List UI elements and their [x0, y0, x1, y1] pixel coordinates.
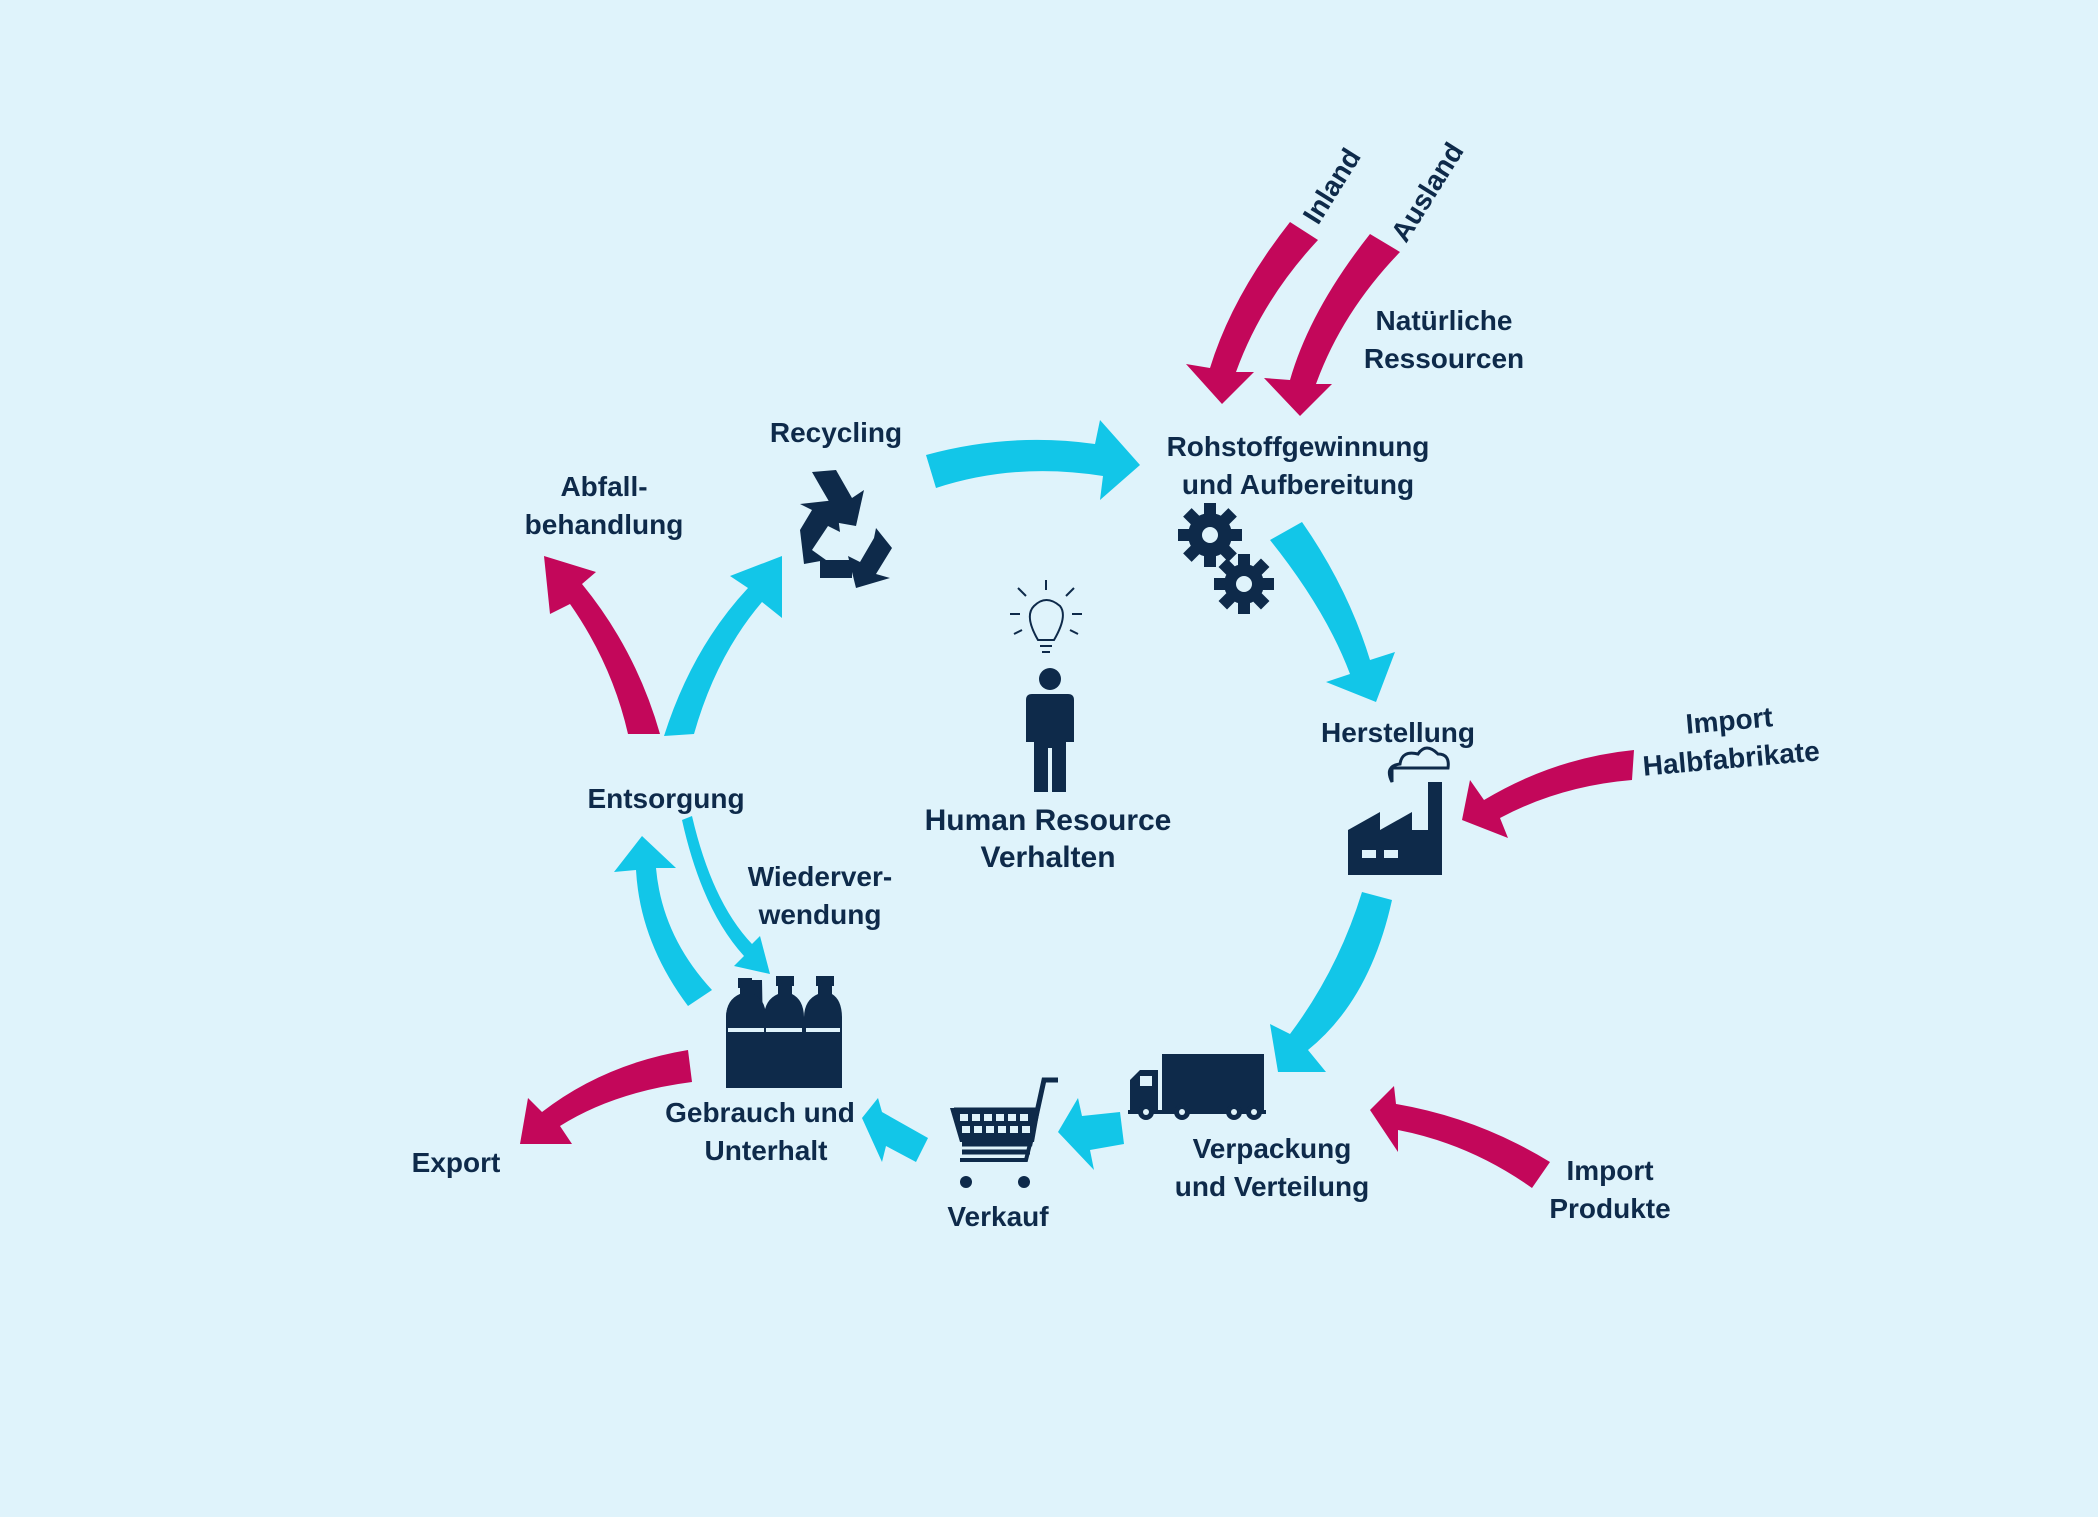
- label-entsorgung: Entsorgung: [587, 783, 744, 814]
- label-abfall-line2: behandlung: [525, 509, 684, 540]
- bottles-icon: [726, 976, 842, 1088]
- arrow-gebrauch-to-entsorgung: [614, 836, 712, 1006]
- label-gebrauch-line1: Gebrauch und: [665, 1097, 855, 1128]
- arrow-export: [520, 1050, 692, 1144]
- label-center-line1: Human Resource: [925, 804, 1172, 837]
- person-icon: [1026, 668, 1074, 792]
- cycle-arrows: [614, 420, 1395, 1170]
- label-natuerliche-line2: Ressourcen: [1364, 343, 1524, 374]
- label-abfall-line1: Abfall-: [560, 471, 647, 502]
- arrow-recycling-to-rohstoff: [926, 420, 1140, 500]
- stage-labels: Rohstoffgewinnung und Aufbereitung Herst…: [525, 417, 1475, 1232]
- lightbulb-icon: [1010, 580, 1082, 653]
- arrow-entsorgung-to-recycling: [664, 556, 782, 736]
- arrow-abfallbehandlung: [544, 556, 660, 734]
- label-wiederverwendung-line2: wendung: [758, 899, 882, 930]
- label-import-produkte-line2: Produkte: [1549, 1193, 1670, 1224]
- label-inland: Inland: [1297, 143, 1367, 229]
- recycle-icon: [800, 470, 892, 588]
- gears-icon: [1178, 503, 1274, 614]
- arrow-import-produkte: [1370, 1086, 1550, 1188]
- arrow-rohstoff-to-herstellung: [1270, 522, 1395, 702]
- label-wiederverwendung-line1: Wiederver-: [748, 861, 892, 892]
- label-rohstoff-line2: und Aufbereitung: [1182, 469, 1414, 500]
- label-verpackung-line2: und Verteilung: [1175, 1171, 1369, 1202]
- label-verpackung-line1: Verpackung: [1193, 1133, 1352, 1164]
- arrow-inland: [1186, 222, 1318, 404]
- label-ausland: Ausland: [1385, 137, 1470, 247]
- arrow-import-halbfabrikate: [1462, 750, 1634, 838]
- arrow-herstellung-to-verpackung: [1270, 892, 1392, 1072]
- arrow-verkauf-to-gebrauch: [862, 1098, 928, 1162]
- arrow-wiederverwendung: [682, 816, 770, 974]
- label-herstellung: Herstellung: [1321, 717, 1475, 748]
- label-verkauf: Verkauf: [947, 1201, 1049, 1232]
- label-import-halb-line1: Import: [1684, 701, 1773, 739]
- label-center-line2: Verhalten: [980, 841, 1115, 874]
- label-natuerliche-line1: Natürliche: [1376, 305, 1513, 336]
- label-gebrauch-line2: Unterhalt: [705, 1135, 828, 1166]
- label-rohstoff-line1: Rohstoffgewinnung: [1167, 431, 1430, 462]
- label-recycling: Recycling: [770, 417, 902, 448]
- external-arrows: [520, 222, 1634, 1188]
- arrow-ausland: [1264, 234, 1400, 416]
- factory-icon: [1348, 746, 1450, 875]
- label-import-halb-line2: Halbfabrikate: [1641, 735, 1820, 781]
- shopping-cart-icon: [950, 1077, 1058, 1188]
- truck-icon: [1128, 1054, 1266, 1120]
- arrow-verpackung-to-verkauf: [1058, 1098, 1124, 1170]
- label-export: Export: [412, 1147, 501, 1178]
- label-import-produkte-line1: Import: [1566, 1155, 1653, 1186]
